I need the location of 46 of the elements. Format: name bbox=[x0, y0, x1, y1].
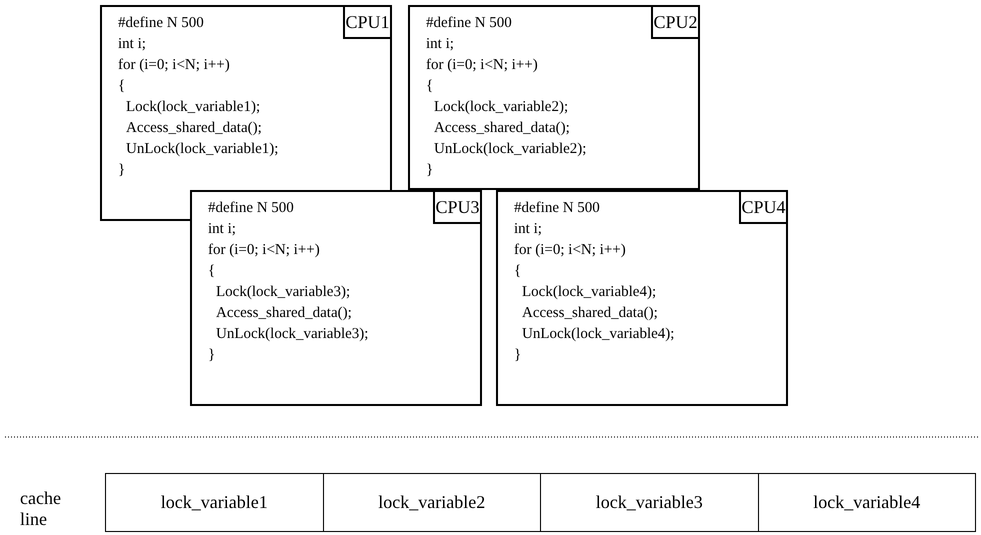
code-line: { bbox=[426, 77, 434, 96]
code-box bbox=[100, 5, 392, 221]
code-line: Lock(lock_variable1); bbox=[125, 98, 260, 117]
code-line: int i; bbox=[208, 220, 236, 239]
code-line: for (i=0; i<N; i++) bbox=[426, 56, 538, 75]
code-box bbox=[408, 5, 700, 190]
code-line: Access_shared_data(); bbox=[433, 119, 570, 138]
code-box bbox=[496, 190, 788, 406]
cpu-label: CPU2 bbox=[651, 5, 700, 39]
code-line: #define N 500 bbox=[118, 14, 204, 33]
cache-cell: lock_variable2 bbox=[322, 474, 540, 531]
code-line: Access_shared_data(); bbox=[125, 119, 262, 138]
code-line: Access_shared_data(); bbox=[521, 304, 658, 323]
code-line: } bbox=[118, 161, 126, 180]
code-line: UnLock(lock_variable2); bbox=[433, 140, 586, 159]
code-line: Lock(lock_variable4); bbox=[521, 283, 656, 302]
code-line: UnLock(lock_variable1); bbox=[125, 140, 278, 159]
cache-cell: lock_variable1 bbox=[106, 474, 322, 531]
cpu-label: CPU1 bbox=[343, 5, 392, 39]
code-line: { bbox=[118, 77, 126, 96]
code-line: for (i=0; i<N; i++) bbox=[208, 241, 320, 260]
row-label: cache line bbox=[20, 488, 62, 530]
cache-cell: lock_variable3 bbox=[540, 474, 758, 531]
code-line: int i; bbox=[118, 35, 146, 54]
cache-line-bar bbox=[105, 473, 976, 532]
cpu-label: CPU4 bbox=[739, 190, 788, 224]
code-line: for (i=0; i<N; i++) bbox=[514, 241, 626, 260]
code-line: UnLock(lock_variable4); bbox=[521, 325, 674, 344]
code-line: int i; bbox=[514, 220, 542, 239]
code-line: Lock(lock_variable3); bbox=[215, 283, 350, 302]
code-line: Lock(lock_variable2); bbox=[433, 98, 568, 117]
code-line: } bbox=[426, 161, 434, 180]
code-line: #define N 500 bbox=[208, 199, 294, 218]
code-line: { bbox=[514, 262, 522, 281]
code-line: } bbox=[514, 346, 522, 365]
cpu-label: CPU3 bbox=[433, 190, 482, 224]
code-line: for (i=0; i<N; i++) bbox=[118, 56, 230, 75]
code-line: } bbox=[208, 346, 216, 365]
code-line: #define N 500 bbox=[426, 14, 512, 33]
code-line: { bbox=[208, 262, 216, 281]
code-line: int i; bbox=[426, 35, 454, 54]
code-line: UnLock(lock_variable3); bbox=[215, 325, 368, 344]
code-box bbox=[190, 190, 482, 406]
code-line: #define N 500 bbox=[514, 199, 600, 218]
cache-cell: lock_variable4 bbox=[758, 474, 975, 531]
code-line: Access_shared_data(); bbox=[215, 304, 352, 323]
